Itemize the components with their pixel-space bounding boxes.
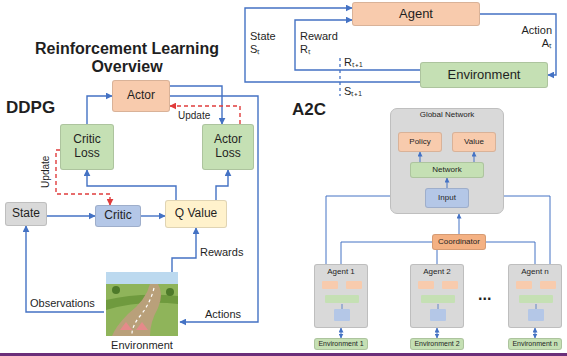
worker-environment-box: Environment 2 [410, 338, 464, 350]
edge-label: Update [40, 156, 52, 188]
node-text: Agent 1 [327, 267, 355, 276]
q-value-box: Q Value [165, 200, 227, 228]
node-text: Agent 2 [423, 267, 451, 276]
time-step-label: Sₜ₊₁ [344, 85, 362, 98]
node-text: State [12, 207, 40, 221]
coordinator-box: Coordinator [432, 234, 486, 250]
node-text: Environment 1 [318, 340, 363, 348]
flow-arrow [216, 170, 228, 200]
flow-arrow [172, 228, 196, 272]
section-heading: DDPG [6, 98, 55, 118]
worker-environment-box: Environment n [508, 338, 562, 350]
agent-box: Agent [352, 2, 480, 26]
flow-arrow [437, 328, 438, 338]
node-text: Agent [399, 7, 433, 22]
loss-box: Critic Loss [60, 124, 114, 170]
flow-arrow [326, 196, 390, 264]
environment-illustration: Environment [104, 272, 180, 352]
node-text: Critic [104, 209, 131, 223]
ellipsis: ... [478, 286, 491, 304]
edge-label: State Sₜ [250, 30, 288, 55]
node-text: Environment [111, 339, 173, 352]
node-text: Environment [448, 68, 521, 83]
flow-arrow [87, 170, 176, 200]
node-text: Agent n [521, 267, 549, 276]
node-text: Actor [127, 89, 155, 103]
value-box: Value [452, 132, 496, 152]
edge-label: Action Aₜ [512, 24, 552, 49]
flow-arrow [535, 328, 536, 338]
edge-label: Rewards [200, 246, 243, 259]
policy-box: Policy [398, 132, 442, 152]
input-box: Input [425, 188, 469, 208]
node-text: Network [432, 165, 461, 174]
section-heading: A2C [292, 100, 326, 120]
flow-arrow [26, 226, 104, 312]
environment-box: Environment [420, 62, 548, 88]
flow-arrow [486, 242, 535, 264]
edge-label: Update [178, 110, 210, 122]
node-text: Policy [409, 137, 430, 146]
flow-arrow [447, 178, 448, 188]
update-arrow [170, 106, 240, 124]
edge-label: Actions [205, 308, 241, 321]
node-text: Input [438, 193, 456, 202]
flow-arrow [504, 196, 550, 264]
edge-label: Observations [30, 297, 95, 310]
worker-agent-box: Agent n [508, 264, 562, 328]
network-box: Network [410, 162, 484, 178]
time-step-divider [339, 58, 340, 96]
global-network-box: Global NetworkPolicy ValueNetworkInput [390, 108, 504, 214]
time-step-label: Rₜ₊₁ [344, 56, 363, 69]
node-text: Value [464, 137, 484, 146]
critic-box: Critic [95, 205, 141, 227]
worker-agent-box: Agent 2 [410, 264, 464, 328]
flow-arrow [420, 152, 421, 162]
flow-arrow [341, 242, 432, 264]
node-text: Coordinator [438, 237, 480, 246]
diagram-title: Reinforcement Learning Overview [14, 40, 240, 77]
footer-bar [0, 353, 567, 356]
flow-arrow [341, 328, 342, 338]
flow-arrow [141, 215, 165, 216]
node-text: Q Value [175, 207, 217, 221]
flow-arrow [170, 86, 222, 124]
flow-arrow [459, 214, 460, 234]
node-text: Critic Loss [61, 133, 113, 161]
flow-arrow [474, 152, 475, 162]
worker-agent-box: Agent 1 [314, 264, 368, 328]
flow-arrow [87, 96, 112, 124]
actor-box: Actor [112, 80, 170, 112]
road-illustration [106, 272, 178, 336]
node-text: Environment n [512, 340, 557, 348]
node-text: Actor Loss [203, 133, 253, 161]
node-text: Environment 2 [414, 340, 459, 348]
flow-arrow [170, 96, 258, 322]
flow-arrow [47, 215, 95, 216]
flow-arrow [437, 250, 438, 264]
edge-label: Reward Rₜ [300, 30, 346, 55]
state-box: State [5, 202, 47, 226]
node-text: Global Network [420, 110, 475, 119]
loss-box: Actor Loss [202, 124, 254, 170]
flow-arrow [295, 20, 420, 70]
worker-environment-box: Environment 1 [314, 338, 368, 350]
